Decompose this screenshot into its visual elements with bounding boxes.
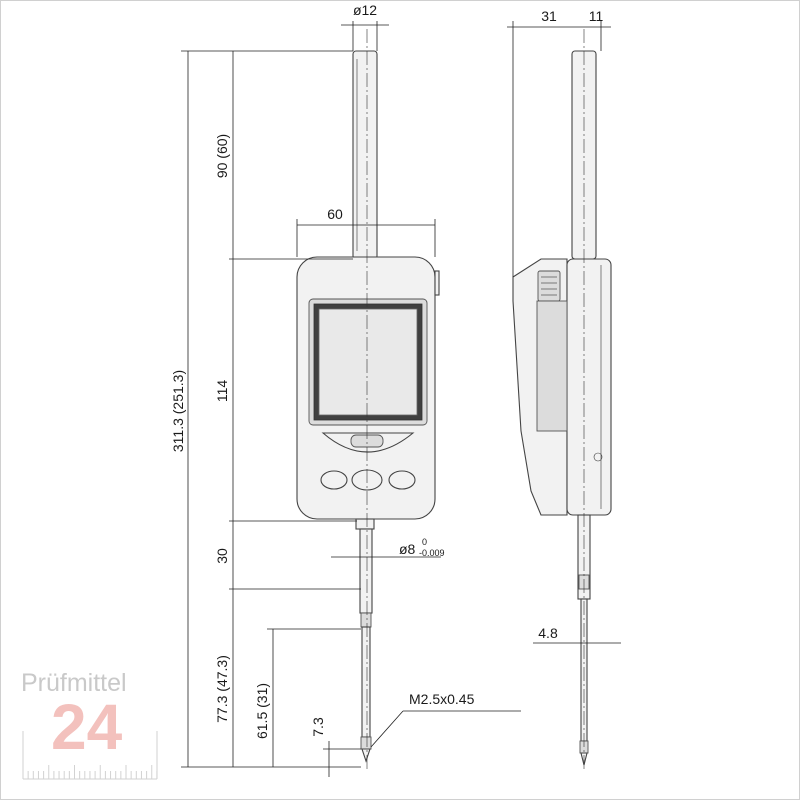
- watermark-brand-number: 24: [51, 691, 123, 763]
- dim-tip-length: 7.3: [310, 717, 326, 737]
- dim-spindle-length: 77.3 (47.3): [214, 655, 230, 723]
- display-screen: [318, 308, 418, 416]
- dim-lower-segment: 30: [214, 548, 230, 564]
- watermark-ruler: [22, 765, 158, 779]
- dim-offset: 11: [589, 8, 604, 24]
- side-button: [434, 270, 440, 296]
- side-housing: [566, 258, 612, 516]
- dim-contact-length: 61.5 (31): [254, 683, 270, 739]
- spindle: [359, 528, 373, 614]
- contact-tip: [361, 748, 371, 763]
- dim-total-height: 311.3 (251.3): [170, 370, 186, 452]
- button-right: [388, 470, 416, 490]
- side-screw: [593, 452, 603, 462]
- dim-spindle-diameter: ø8: [399, 541, 416, 557]
- dim-tip-width: 4.8: [538, 625, 558, 641]
- watermark-brand-text: Prüfmittel: [21, 669, 127, 697]
- side-dimensions: 31 11 4.8: [507, 8, 621, 644]
- spindle-collar: [355, 518, 375, 530]
- contact-rod: [361, 626, 371, 738]
- side-inner-panel: [536, 300, 568, 432]
- dim-depth: 31: [541, 8, 557, 24]
- dim-spindle-tol-upper: 0: [422, 537, 427, 547]
- front-stem: [352, 50, 378, 260]
- watermark: Prüfmittel 24: [21, 669, 158, 780]
- dim-height-upper: 90 (60): [214, 134, 230, 178]
- side-switch: [537, 270, 561, 302]
- side-view: [512, 29, 612, 771]
- front-dimensions: ø12 311.3 (251.3) 90 (60) 60 114 30 ø8 0…: [170, 2, 521, 777]
- dim-spindle-tol-lower: -0.009: [419, 548, 445, 558]
- button-left: [320, 470, 348, 490]
- tip-knurl: [360, 736, 372, 750]
- spindle-knurl: [360, 612, 372, 628]
- dim-width: 60: [327, 206, 343, 222]
- front-view: [296, 29, 440, 771]
- dim-body-height: 114: [214, 380, 230, 403]
- dim-stem-diameter: ø12: [353, 2, 377, 18]
- dim-thread: M2.5x0.45: [409, 691, 475, 707]
